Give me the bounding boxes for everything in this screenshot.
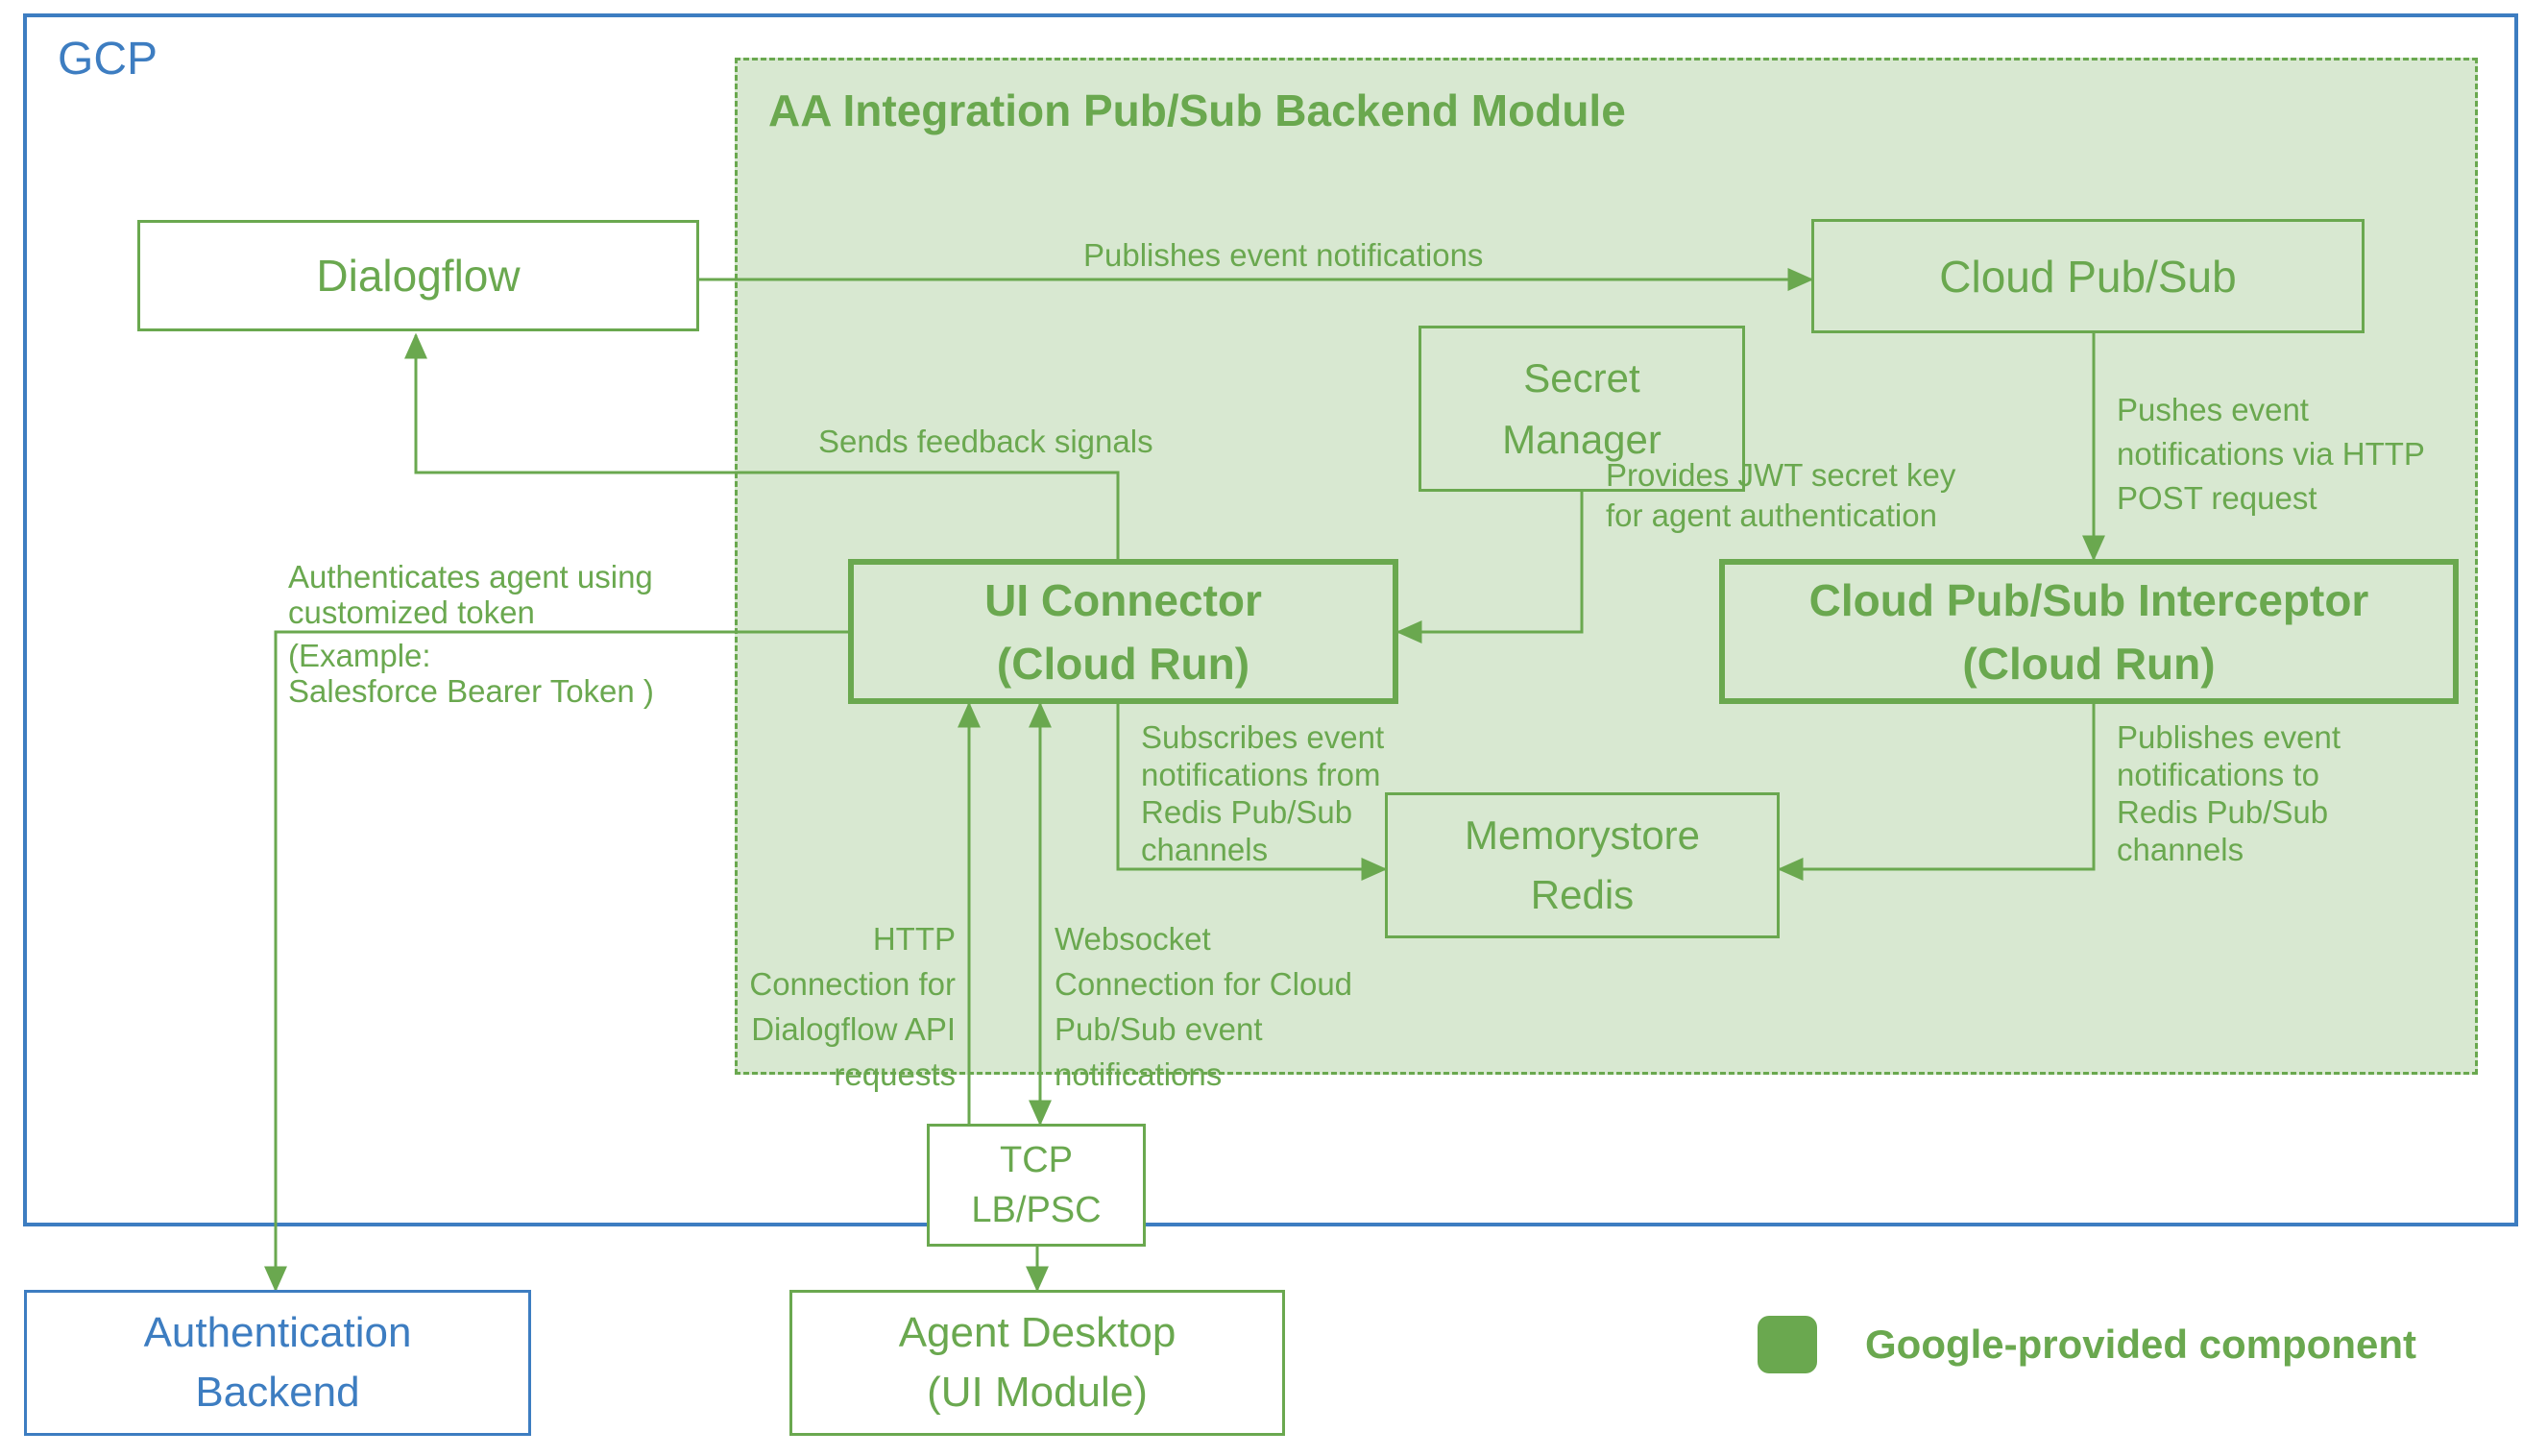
node-secret-manager: Secret Manager [1419,326,1745,492]
edge-label-publishes-redis: Publishes event notifications to Redis P… [2117,719,2341,867]
node-tcp-lb-psc: TCP LB/PSC [927,1124,1146,1247]
node-tcp-lb-psc-label: TCP LB/PSC [971,1140,1102,1230]
node-memorystore-redis-label: Memorystore Redis [1464,813,1701,917]
node-pubsub-interceptor-label: Cloud Pub/Sub Interceptor (Cloud Run) [1808,574,2369,689]
edge-subscribes-redis [1116,704,1388,881]
node-auth-backend-label: Authentication Backend [143,1309,412,1416]
node-agent-desktop-label: Agent Desktop (UI Module) [898,1309,1176,1416]
edge-provides-jwt [1395,492,1584,643]
node-secret-manager-label: Secret Manager [1502,354,1662,462]
node-memorystore-redis: Memorystore Redis [1385,792,1780,938]
edge-label-pushes-http-post: Pushes event notifications via HTTP POST… [2117,392,2425,516]
node-cloud-pubsub: Cloud Pub/Sub [1811,219,2365,333]
edge-label-http-connection: HTTP Connection for Dialogflow API reque… [749,921,956,1092]
edge-label-provides-jwt: Provides JWT secret key for agent authen… [1606,457,1956,533]
node-agent-desktop: Agent Desktop (UI Module) [789,1290,1285,1436]
edge-label-authenticates-agent-below: (Example: Salesforce Bearer Token ) [288,638,654,709]
node-cloud-pubsub-label: Cloud Pub/Sub [1939,251,2237,302]
node-pubsub-interceptor: Cloud Pub/Sub Interceptor (Cloud Run) [1719,559,2459,704]
node-dialogflow: Dialogflow [137,220,699,331]
node-auth-backend: Authentication Backend [24,1290,531,1436]
edge-label-sends-feedback: Sends feedback signals [818,424,1153,459]
edge-authenticates-agent [264,630,848,1293]
edge-label-subscribes-redis: Subscribes event notifications from Redi… [1141,719,1385,867]
edge-sends-feedback [404,332,1120,559]
gcp-boundary [23,13,2518,1226]
legend-google-provided-swatch [1758,1316,1817,1373]
edge-label-websocket-connection: Websocket Connection for Cloud Pub/Sub e… [1055,921,1353,1092]
node-ui-connector-label: UI Connector (Cloud Run) [984,574,1262,689]
edge-label-publishes-notifications: Publishes event notifications [1083,237,1484,273]
gcp-label: GCP [58,34,158,85]
edge-label-authenticates-agent-above: Authenticates agent using customized tok… [288,559,653,630]
node-dialogflow-label: Dialogflow [316,251,521,301]
backend-module-title: AA Integration Pub/Sub Backend Module [768,85,1626,135]
node-ui-connector: UI Connector (Cloud Run) [848,559,1398,704]
edge-publishes-redis [1777,704,2096,881]
legend-google-provided-label: Google-provided component [1865,1322,2416,1367]
